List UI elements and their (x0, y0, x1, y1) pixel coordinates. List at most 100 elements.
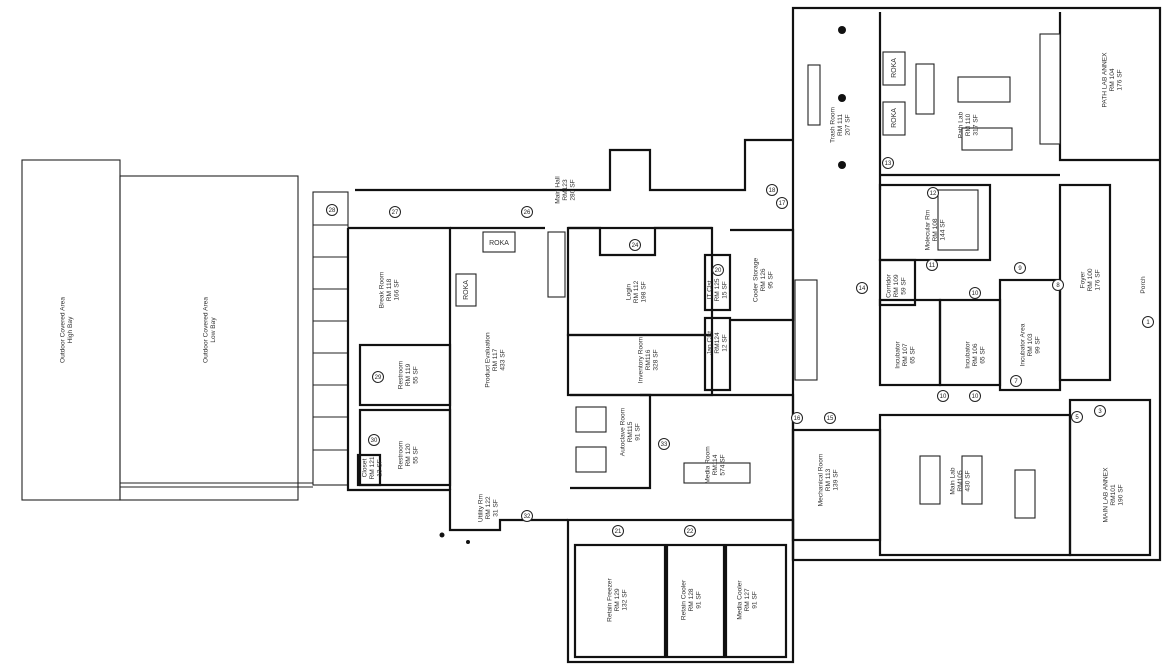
room-label-line: Incubator (895, 340, 902, 368)
room-label-line: RM 127 (744, 588, 751, 611)
roka-unit: ROKA (482, 231, 516, 253)
door-tag: 29 (372, 371, 384, 383)
door-tag: 5 (1071, 411, 1083, 423)
room-label-line: RM 128 (688, 588, 695, 611)
svg-text:10: 10 (972, 394, 979, 400)
svg-text:7: 7 (1014, 379, 1018, 385)
room-label-line: 91 SF (635, 423, 642, 441)
svg-text:29: 29 (375, 375, 382, 381)
room-label-line: 433 SF (500, 349, 507, 370)
room-label-line: 198 SF (641, 281, 648, 302)
room-label-line: Outdoor Covered Area (202, 297, 209, 363)
room-label-line: RM 109 (893, 274, 900, 297)
room-label-line: RM 126 (760, 268, 767, 291)
room-label-line: Inventory Room (638, 336, 645, 383)
svg-text:26: 26 (524, 210, 531, 216)
room-label-line: Autoclave Room (620, 407, 627, 456)
svg-text:20: 20 (715, 268, 722, 274)
svg-text:13: 13 (885, 161, 892, 167)
svg-text:1: 1 (1146, 320, 1150, 326)
svg-text:ROKA: ROKA (489, 240, 509, 247)
room-label-line: Restroom (398, 360, 405, 389)
room-label-line: RM 111 (837, 114, 844, 136)
door-tag: 12 (927, 187, 939, 199)
roka-unit: ROKA (882, 51, 906, 86)
door-tag: 17 (776, 197, 788, 209)
svg-text:28: 28 (329, 208, 336, 214)
room-label-line: RM 120 (405, 443, 412, 466)
svg-text:32: 32 (524, 514, 531, 520)
door-tag: 18 (766, 184, 778, 196)
svg-text:11: 11 (929, 263, 936, 269)
room-label-line: 190 SF (1118, 484, 1125, 505)
room-label-line: 55 SF (413, 446, 420, 464)
door-tag: 21 (612, 525, 624, 537)
room-label-line: RM 103 (1027, 333, 1034, 356)
room-label-line: Trash Room (830, 106, 837, 143)
svg-text:14: 14 (859, 286, 866, 292)
room-label-line: 207 SF (845, 114, 852, 135)
door-tag: 10 (969, 390, 981, 402)
door-tag: 15 (824, 412, 836, 424)
room-label-line: 574 SF (720, 454, 727, 475)
room-label-line: RM 104 (1109, 68, 1116, 91)
room-label-line: Main Lab (950, 467, 957, 494)
room-label-line: 15 SF (722, 281, 729, 299)
room-label-line: RM105 (957, 470, 964, 492)
room-label-line: RM 110 (965, 113, 972, 136)
door-tag: 33 (658, 438, 670, 450)
room-label-line: RM 121 (369, 456, 376, 479)
roka-unit: ROKA (455, 273, 477, 307)
room-label-line: Incubator Area (1020, 323, 1027, 366)
room-label-line: RM114 (712, 454, 719, 475)
svg-text:10: 10 (940, 394, 947, 400)
svg-text:ROKA: ROKA (463, 280, 470, 300)
room-label-line: RM 119 (405, 363, 412, 386)
room-label-line: 12 SF (722, 334, 729, 352)
room-label-line: MAIN LAB ANNEX (1103, 467, 1110, 523)
svg-text:21: 21 (615, 529, 622, 535)
svg-text:8: 8 (1056, 283, 1060, 289)
svg-text:17: 17 (779, 201, 786, 207)
svg-text:16: 16 (794, 416, 801, 422)
room-label-line: Molecular Rm (925, 209, 932, 250)
door-tag: 11 (926, 259, 938, 271)
door-tag: 16 (791, 412, 803, 424)
room-label-line: RM116 (645, 349, 652, 370)
room-label-line: Path Lab (958, 111, 965, 138)
room-label-line: 95 SF (768, 271, 775, 289)
room-label-line: PATH LAB ANNEX (1102, 52, 1109, 108)
room-label-line: RM 112 (633, 280, 640, 303)
room-label-line: Low Bay (210, 317, 217, 343)
door-tag: 27 (389, 206, 401, 218)
door-tag: 10 (969, 287, 981, 299)
room-label-line: RM 117 (492, 348, 499, 371)
room-label-line: Closet (362, 458, 369, 477)
svg-text:9: 9 (1018, 266, 1022, 272)
svg-text:30: 30 (371, 438, 378, 444)
room-label-line: High Bay (67, 316, 74, 343)
door-tag: 24 (629, 239, 641, 251)
door-tag: 3 (1094, 405, 1106, 417)
